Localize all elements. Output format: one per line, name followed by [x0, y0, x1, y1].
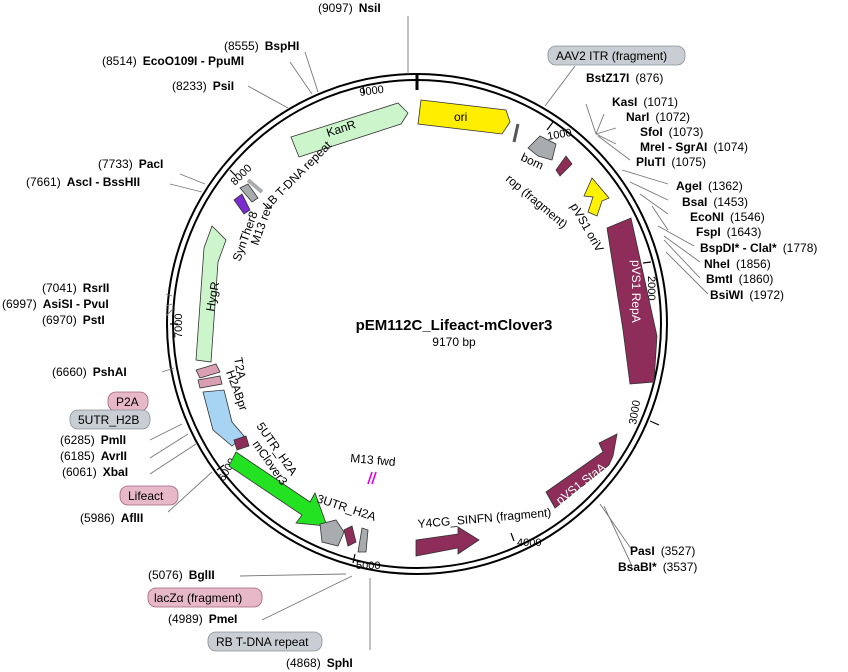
rop-label: rop (fragment) [503, 172, 570, 232]
enzyme-bstz17i: BstZ17I(876) [586, 71, 663, 85]
enzyme-psti: (6970)PstI [42, 313, 105, 327]
enzyme-aflii: (5986)AflII [80, 511, 143, 525]
enzyme-xbai: (6061)XbaI [62, 465, 128, 479]
enzyme-bsai: BsaI(1453) [682, 195, 748, 209]
tick-label-3000: 3000 [627, 399, 643, 425]
aav2-itr-marker [512, 123, 520, 143]
tick-label-4000: 4000 [517, 537, 541, 549]
tick-label-7000: 7000 [173, 314, 185, 338]
p2a-feature [195, 363, 221, 379]
pvs1-repa-feature: pVS1 RepA [606, 217, 658, 385]
lb-tdna-feature [246, 178, 264, 194]
m13-rev-feature [239, 183, 259, 203]
enzyme-pasi: PasI(3527) [630, 544, 695, 558]
hygr-feature: HygR [195, 225, 227, 363]
lifeact-feature [343, 525, 357, 547]
tick-label-9000: 9000 [359, 84, 385, 99]
enzyme-asisi: (6997)AsiSI - PvuI [2, 297, 109, 311]
lacz-feature [357, 527, 369, 553]
rb-tdna-label: RB T-DNA repeat [216, 635, 309, 649]
5utr-h2b-label: 5UTR_H2B [78, 413, 139, 427]
plasmid-title: pEM112C_Lifeact-mClover3 [356, 317, 553, 334]
enzyme-psii: (8233)PsiI [172, 79, 234, 93]
enzyme-pmli: (6285)PmlI [60, 433, 126, 447]
enzyme-labels: (9097)NsiI (8555)BspHI (8514)EcoO109I - … [2, 1, 817, 670]
enzyme-kasi: KasI(1071) [612, 95, 678, 109]
enzyme-pmei: (4989)PmeI [168, 612, 237, 626]
lifeact-label: Lifeact [128, 489, 164, 503]
tick-label-5000: 5000 [356, 560, 380, 572]
enzyme-sphi: (4868)SphI [286, 656, 353, 670]
enzyme-nsii: (9097)NsiI [318, 1, 381, 15]
enzyme-pluti: PluTI(1075) [636, 155, 706, 169]
p2a-label: P2A [116, 395, 139, 409]
aav2-itr-label: AAV2 ITR (fragment) [556, 49, 667, 63]
tick-label-1000: 1000 [546, 127, 572, 143]
boxed-labels: AAV2 ITR (fragment) P2A 5UTR_H2B Lifeact… [69, 45, 686, 652]
enzyme-paci: (7733)PacI [98, 157, 163, 171]
tick-marks [170, 85, 660, 564]
rop-feature [555, 155, 573, 177]
enzyme-agei: AgeI(1362) [676, 179, 743, 193]
enzyme-nhei: NheI(1856) [704, 257, 771, 271]
plasmid-size: 9170 bp [432, 335, 476, 349]
ori-v-label: pVS1 oriV [567, 201, 606, 255]
kanr-feature: KanR [290, 102, 409, 158]
mclover3-feature [228, 451, 328, 527]
enzyme-econi: EcoNI(1546) [690, 210, 765, 224]
enzyme-mrei: MreI - SgrAI(1074) [640, 140, 748, 154]
leader-lines [149, 16, 709, 650]
m13-fwd-label: M13 fwd [350, 451, 396, 469]
lacz-label: lacZα (fragment) [154, 591, 242, 605]
enzyme-asci: (7661)AscI - BssHII [26, 175, 140, 189]
enzyme-sfoi: SfoI(1073) [640, 125, 703, 139]
enzyme-pshai: (6660)PshAI [52, 365, 127, 379]
t2a-label: T2A [231, 356, 249, 380]
ori-v-feature [583, 177, 610, 217]
enzyme-rsrii: (7041)RsrII [42, 281, 109, 295]
m13-fwd-feature [367, 471, 377, 485]
ori-feature: ori [417, 99, 511, 135]
enzyme-avrii: (6185)AvrII [60, 449, 127, 463]
enzyme-bmti: BmtI(1860) [706, 272, 773, 286]
3utr-h2a-feature [319, 519, 345, 547]
synther8-feature [233, 193, 251, 215]
enzyme-nari: NarI(1072) [626, 110, 690, 124]
ori-label: ori [454, 110, 467, 124]
enzyme-bspdi: BspDI* - ClaI*(1778) [700, 241, 817, 255]
t2a-feature [197, 375, 223, 389]
hygr-label: HygR [203, 280, 222, 312]
enzyme-bglii: (5076)BglII [148, 568, 215, 582]
enzyme-fspi: FspI(1643) [696, 225, 761, 239]
enzyme-ecoo109i: (8514)EcoO109I - PpuMI [102, 54, 244, 68]
pvs1-repa-label: pVS1 RepA [629, 260, 643, 323]
enzyme-bsabi: BsaBI*(3537) [618, 560, 697, 574]
enzyme-bsiwi: BsiWI(1972) [710, 288, 784, 302]
enzyme-bsphi: (8555)BspHI [224, 39, 299, 53]
5utr-h2a-feature [233, 435, 250, 451]
h2abpr-feature [202, 389, 245, 447]
bom-feature [527, 135, 557, 161]
y4cg-label: Y4CG_SINFN (fragment) [417, 505, 552, 531]
pvs1-staa-feature: pVS1 StaA [545, 433, 618, 509]
